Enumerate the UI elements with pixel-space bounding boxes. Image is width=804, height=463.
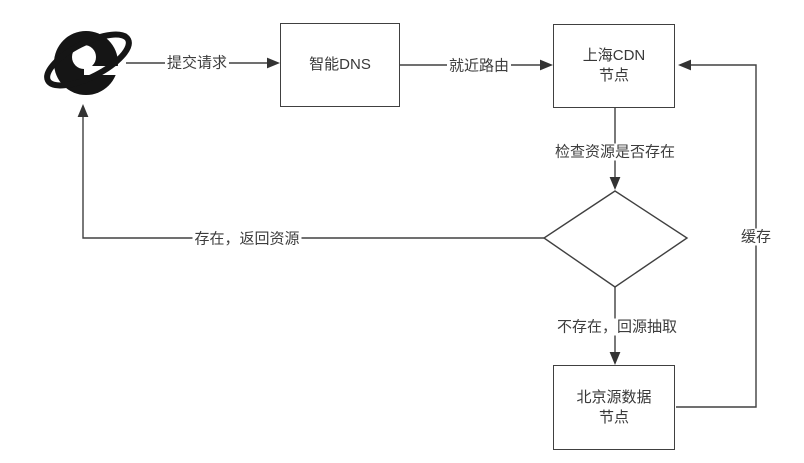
node-shanghai-cdn: 上海CDN 节点 (553, 24, 675, 108)
arrowhead-into-diamond (609, 177, 621, 190)
edge-label-check-resource: 检查资源是否存在 (552, 143, 678, 161)
arrowhead-into-browser (77, 104, 89, 117)
arrowhead-into-shanghai (540, 59, 553, 71)
arrowhead-cache-into-shanghai (678, 59, 691, 71)
arrowhead-into-beijing (609, 352, 621, 365)
edge-label-cache: 缓存 (738, 228, 774, 246)
edge-label-nearest-route: 就近路由 (446, 57, 512, 75)
decision-diamond (542, 190, 689, 288)
edge-label-not-exists-fetch: 不存在，回源抽取 (554, 318, 680, 336)
arrowhead-into-dns (267, 57, 280, 69)
node-smart-dns-label: 智能DNS (309, 56, 371, 73)
node-shanghai-cdn-label-line1: 上海CDN (582, 47, 646, 64)
node-shanghai-cdn-label-line2: 节点 (598, 67, 629, 84)
ie-browser-icon (42, 20, 134, 104)
edge-exists-return-line (82, 116, 544, 239)
node-beijing-origin: 北京源数据 节点 (553, 365, 675, 450)
ie-browser-icon-svg (44, 31, 134, 95)
edge-label-exists-return: 存在，返回资源 (192, 230, 302, 248)
node-smart-dns: 智能DNS (280, 23, 400, 107)
node-beijing-origin-label-line2: 节点 (598, 408, 629, 426)
edge-label-submit-request: 提交请求 (164, 54, 230, 72)
node-beijing-origin-label-line1: 北京源数据 (576, 388, 652, 406)
